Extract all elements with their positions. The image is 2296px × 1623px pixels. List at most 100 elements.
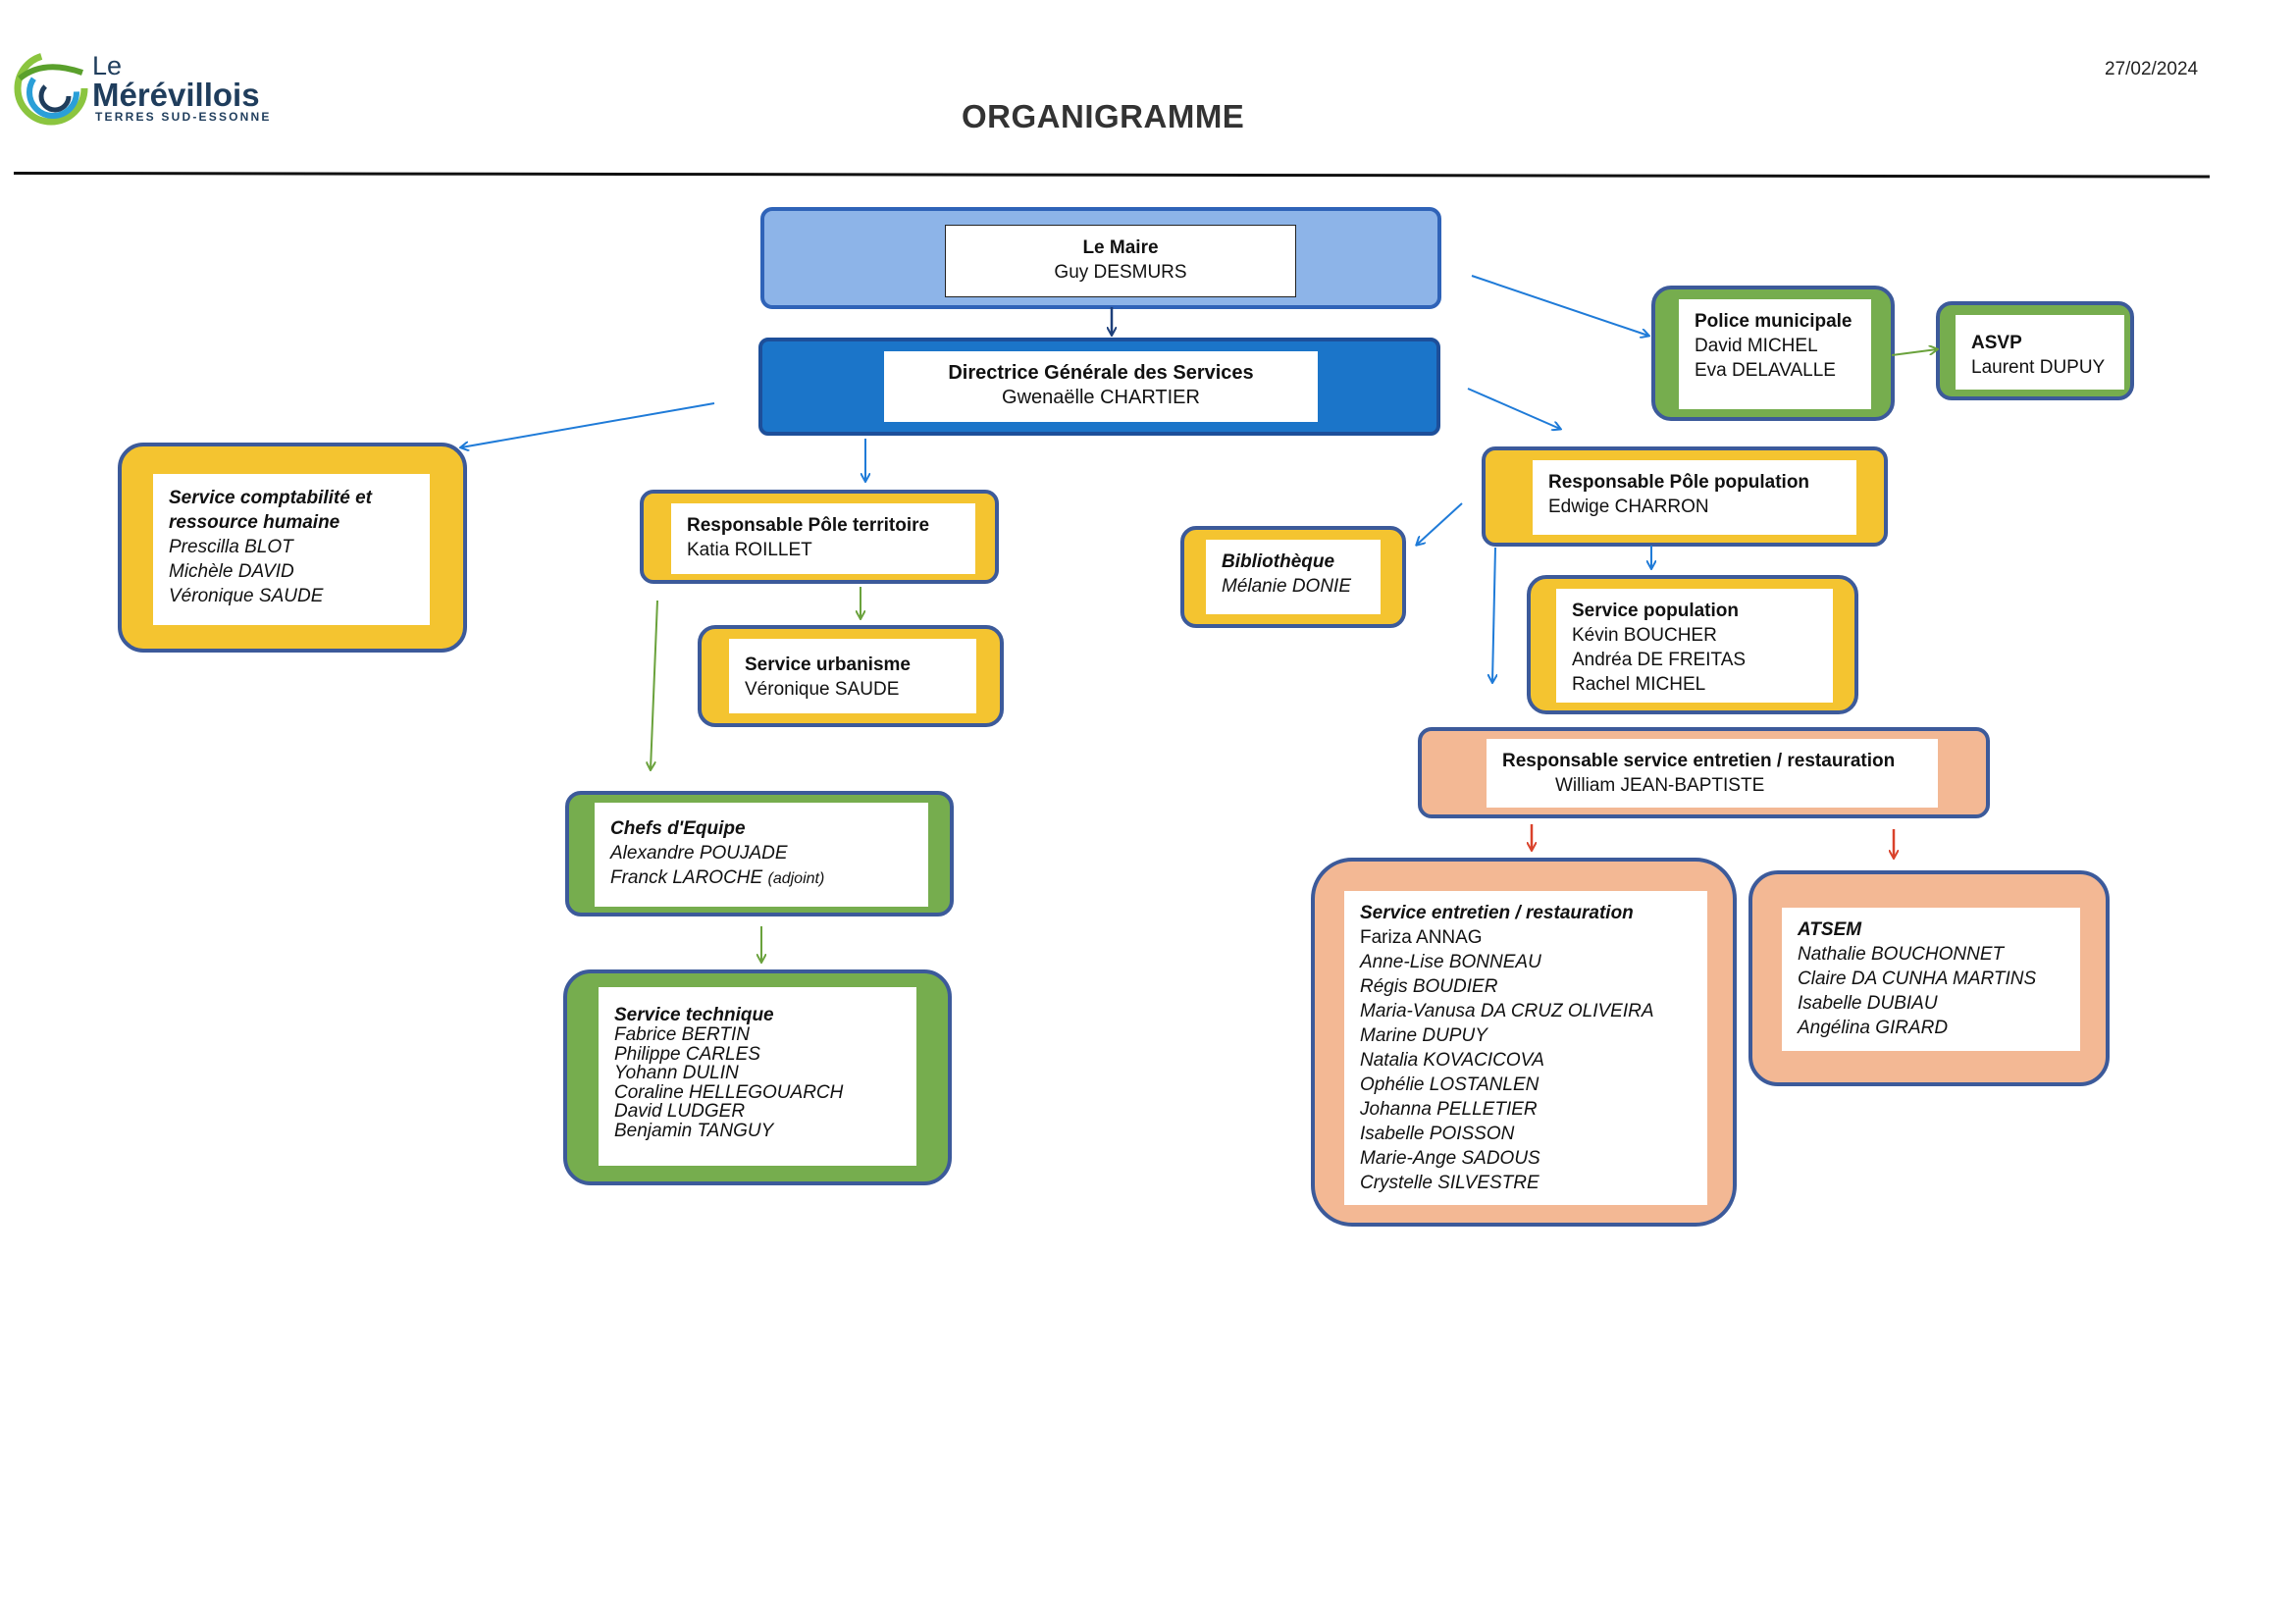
node-police-card: Police municipale David MICHEL Eva DELAV… — [1679, 299, 1871, 409]
node-compta-member: Véronique SAUDE — [169, 586, 324, 606]
node-entretien-member: Régis BOUDIER — [1360, 976, 1498, 997]
node-service-population-card: Service population Kévin BOUCHER Andréa … — [1556, 589, 1833, 703]
node-entretien-member: Ophélie LOSTANLEN — [1360, 1074, 1539, 1095]
logo-swirl-icon — [14, 51, 88, 126]
node-compta-member: Michèle DAVID — [169, 561, 294, 582]
node-technique-card: Service technique Fabrice BERTIN Philipp… — [599, 987, 916, 1166]
node-technique: Service technique Fabrice BERTIN Philipp… — [563, 969, 952, 1185]
node-entretien-member: Maria-Vanusa DA CRUZ OLIVEIRA — [1360, 1001, 1654, 1021]
node-pole-population-card: Responsable Pôle population Edwige CHARR… — [1533, 460, 1856, 535]
node-maire: Le Maire Guy DESMURS — [760, 207, 1441, 309]
node-urbanisme-title: Service urbanisme — [745, 654, 911, 675]
logo-le: Le — [92, 51, 123, 80]
node-service-population-member: Kévin BOUCHER — [1572, 625, 1717, 646]
node-pole-population: Responsable Pôle population Edwige CHARR… — [1482, 446, 1888, 547]
page-title: ORGANIGRAMME — [962, 98, 1245, 134]
node-technique-member: Benjamin TANGUY — [614, 1120, 774, 1141]
node-resp-entretien-card: Responsable service entretien / restaura… — [1487, 739, 1938, 808]
arrow-population-bibliotheque — [1417, 502, 1463, 545]
node-police: Police municipale David MICHEL Eva DELAV… — [1651, 286, 1895, 421]
node-service-population-member: Rachel MICHEL — [1572, 674, 1706, 695]
logo-subtitle: TERRES SUD-ESSONNE — [95, 110, 272, 124]
node-urbanisme: Service urbanisme Véronique SAUDE — [698, 625, 1004, 727]
arrow-dgs-compta — [461, 402, 715, 447]
node-pole-territoire: Responsable Pôle territoire Katia ROILLE… — [640, 490, 999, 584]
node-urbanisme-card: Service urbanisme Véronique SAUDE — [729, 639, 976, 713]
node-dgs-title: Directrice Générale des Services — [948, 362, 1254, 384]
node-pole-territoire-member: Katia ROILLET — [687, 540, 812, 560]
arrow-territoire-chefs — [651, 600, 658, 769]
node-chefs-note: (adjoint) — [767, 870, 825, 887]
node-entretien-member: Johanna PELLETIER — [1360, 1099, 1538, 1120]
arrow-police-asvp — [1891, 349, 1937, 356]
node-entretien-member: Marine DUPUY — [1360, 1025, 1487, 1046]
node-chefs-title: Chefs d'Equipe — [610, 818, 746, 839]
node-asvp: ASVP Laurent DUPUY — [1936, 301, 2134, 400]
node-pole-population-member: Edwige CHARRON — [1548, 497, 1709, 517]
arrow-dgs-pole-population — [1467, 388, 1560, 429]
node-atsem-member: Isabelle DUBIAU — [1798, 993, 1938, 1014]
node-entretien-title: Service entretien / restauration — [1360, 903, 1634, 923]
node-entretien-member: Isabelle POISSON — [1360, 1124, 1515, 1144]
node-compta: Service comptabilité et ressource humain… — [118, 443, 467, 653]
node-atsem-title: ATSEM — [1798, 919, 1862, 940]
node-police-title: Police municipale — [1695, 311, 1852, 332]
node-bibliotheque-card: Bibliothèque Mélanie DONIE — [1206, 540, 1381, 614]
node-technique-member: Philippe CARLES — [614, 1043, 760, 1065]
node-technique-title: Service technique — [614, 1005, 774, 1025]
node-resp-entretien-title: Responsable service entretien / restaura… — [1502, 751, 1896, 771]
node-technique-member: Coraline HELLEGOUARCH — [614, 1081, 844, 1103]
node-entretien-member: Crystelle SILVESTRE — [1360, 1173, 1539, 1193]
node-entretien-member: Anne-Lise BONNEAU — [1360, 952, 1541, 972]
node-chefs-card: Chefs d'Equipe Alexandre POUJADE Franck … — [595, 803, 928, 907]
node-compta-card: Service comptabilité et ressource humain… — [153, 474, 430, 625]
node-entretien-member: Marie-Ange SADOUS — [1360, 1148, 1540, 1169]
node-police-member: David MICHEL — [1695, 336, 1818, 356]
node-bibliotheque: Bibliothèque Mélanie DONIE — [1180, 526, 1406, 628]
document-date: 27/02/2024 — [2105, 59, 2199, 79]
node-chefs-member-with-note: Franck LAROCHE (adjoint) — [610, 865, 913, 891]
logo: Le Mérévillois TERRES SUD-ESSONNE — [14, 39, 288, 137]
node-atsem: ATSEM Nathalie BOUCHONNET Claire DA CUNH… — [1748, 870, 2110, 1086]
node-pole-territoire-card: Responsable Pôle territoire Katia ROILLE… — [671, 503, 975, 574]
arrow-population-entretien — [1492, 547, 1495, 682]
node-technique-member: Fabrice BERTIN — [614, 1024, 750, 1045]
node-service-population-member: Andréa DE FREITAS — [1572, 650, 1747, 670]
node-entretien-member: Fariza ANNAG — [1360, 927, 1483, 948]
node-chefs: Chefs d'Equipe Alexandre POUJADE Franck … — [565, 791, 954, 916]
node-urbanisme-member: Véronique SAUDE — [745, 679, 900, 700]
node-maire-title: Le Maire — [1082, 237, 1159, 258]
node-entretien-member: Natalia KOVACICOVA — [1360, 1050, 1544, 1071]
node-compta-title: ressource humaine — [169, 512, 340, 533]
node-maire-card: Le Maire Guy DESMURS — [945, 225, 1296, 297]
node-resp-entretien-member: William JEAN-BAPTISTE — [1555, 775, 1765, 796]
node-technique-member: Yohann DULIN — [614, 1063, 739, 1083]
node-compta-title: Service comptabilité et — [169, 488, 372, 508]
node-atsem-card: ATSEM Nathalie BOUCHONNET Claire DA CUNH… — [1782, 908, 2080, 1051]
logo-name: Mérévillois — [92, 77, 260, 113]
node-maire-member: Guy DESMURS — [1054, 262, 1187, 283]
node-bibliotheque-title: Bibliothèque — [1222, 551, 1335, 572]
node-technique-member: David LUDGER — [614, 1101, 746, 1122]
node-service-population-title: Service population — [1572, 601, 1739, 621]
node-atsem-member: Angélina GIRARD — [1798, 1018, 1949, 1038]
node-dgs-card: Directrice Générale des Services Gwenaël… — [884, 351, 1318, 422]
node-service-population: Service population Kévin BOUCHER Andréa … — [1527, 575, 1858, 714]
node-resp-entretien: Responsable service entretien / restaura… — [1418, 727, 1990, 818]
node-asvp-member: Laurent DUPUY — [1971, 357, 2106, 378]
node-chefs-member: Alexandre POUJADE — [610, 843, 788, 864]
node-entretien: Service entretien / restauration Fariza … — [1311, 858, 1737, 1227]
node-atsem-member: Claire DA CUNHA MARTINS — [1798, 969, 2037, 989]
node-atsem-member: Nathalie BOUCHONNET — [1798, 944, 2005, 965]
node-asvp-card: ASVP Laurent DUPUY — [1956, 315, 2124, 390]
node-dgs-member: Gwenaëlle CHARTIER — [1002, 387, 1200, 408]
node-dgs: Directrice Générale des Services Gwenaël… — [758, 338, 1440, 436]
node-police-member: Eva DELAVALLE — [1695, 360, 1836, 381]
node-pole-territoire-title: Responsable Pôle territoire — [687, 515, 930, 536]
node-chefs-member: Franck LAROCHE — [610, 867, 763, 888]
node-entretien-card: Service entretien / restauration Fariza … — [1344, 891, 1707, 1205]
arrow-maire-police — [1471, 275, 1648, 336]
node-bibliotheque-member: Mélanie DONIE — [1222, 576, 1351, 597]
node-asvp-title: ASVP — [1971, 333, 2022, 353]
